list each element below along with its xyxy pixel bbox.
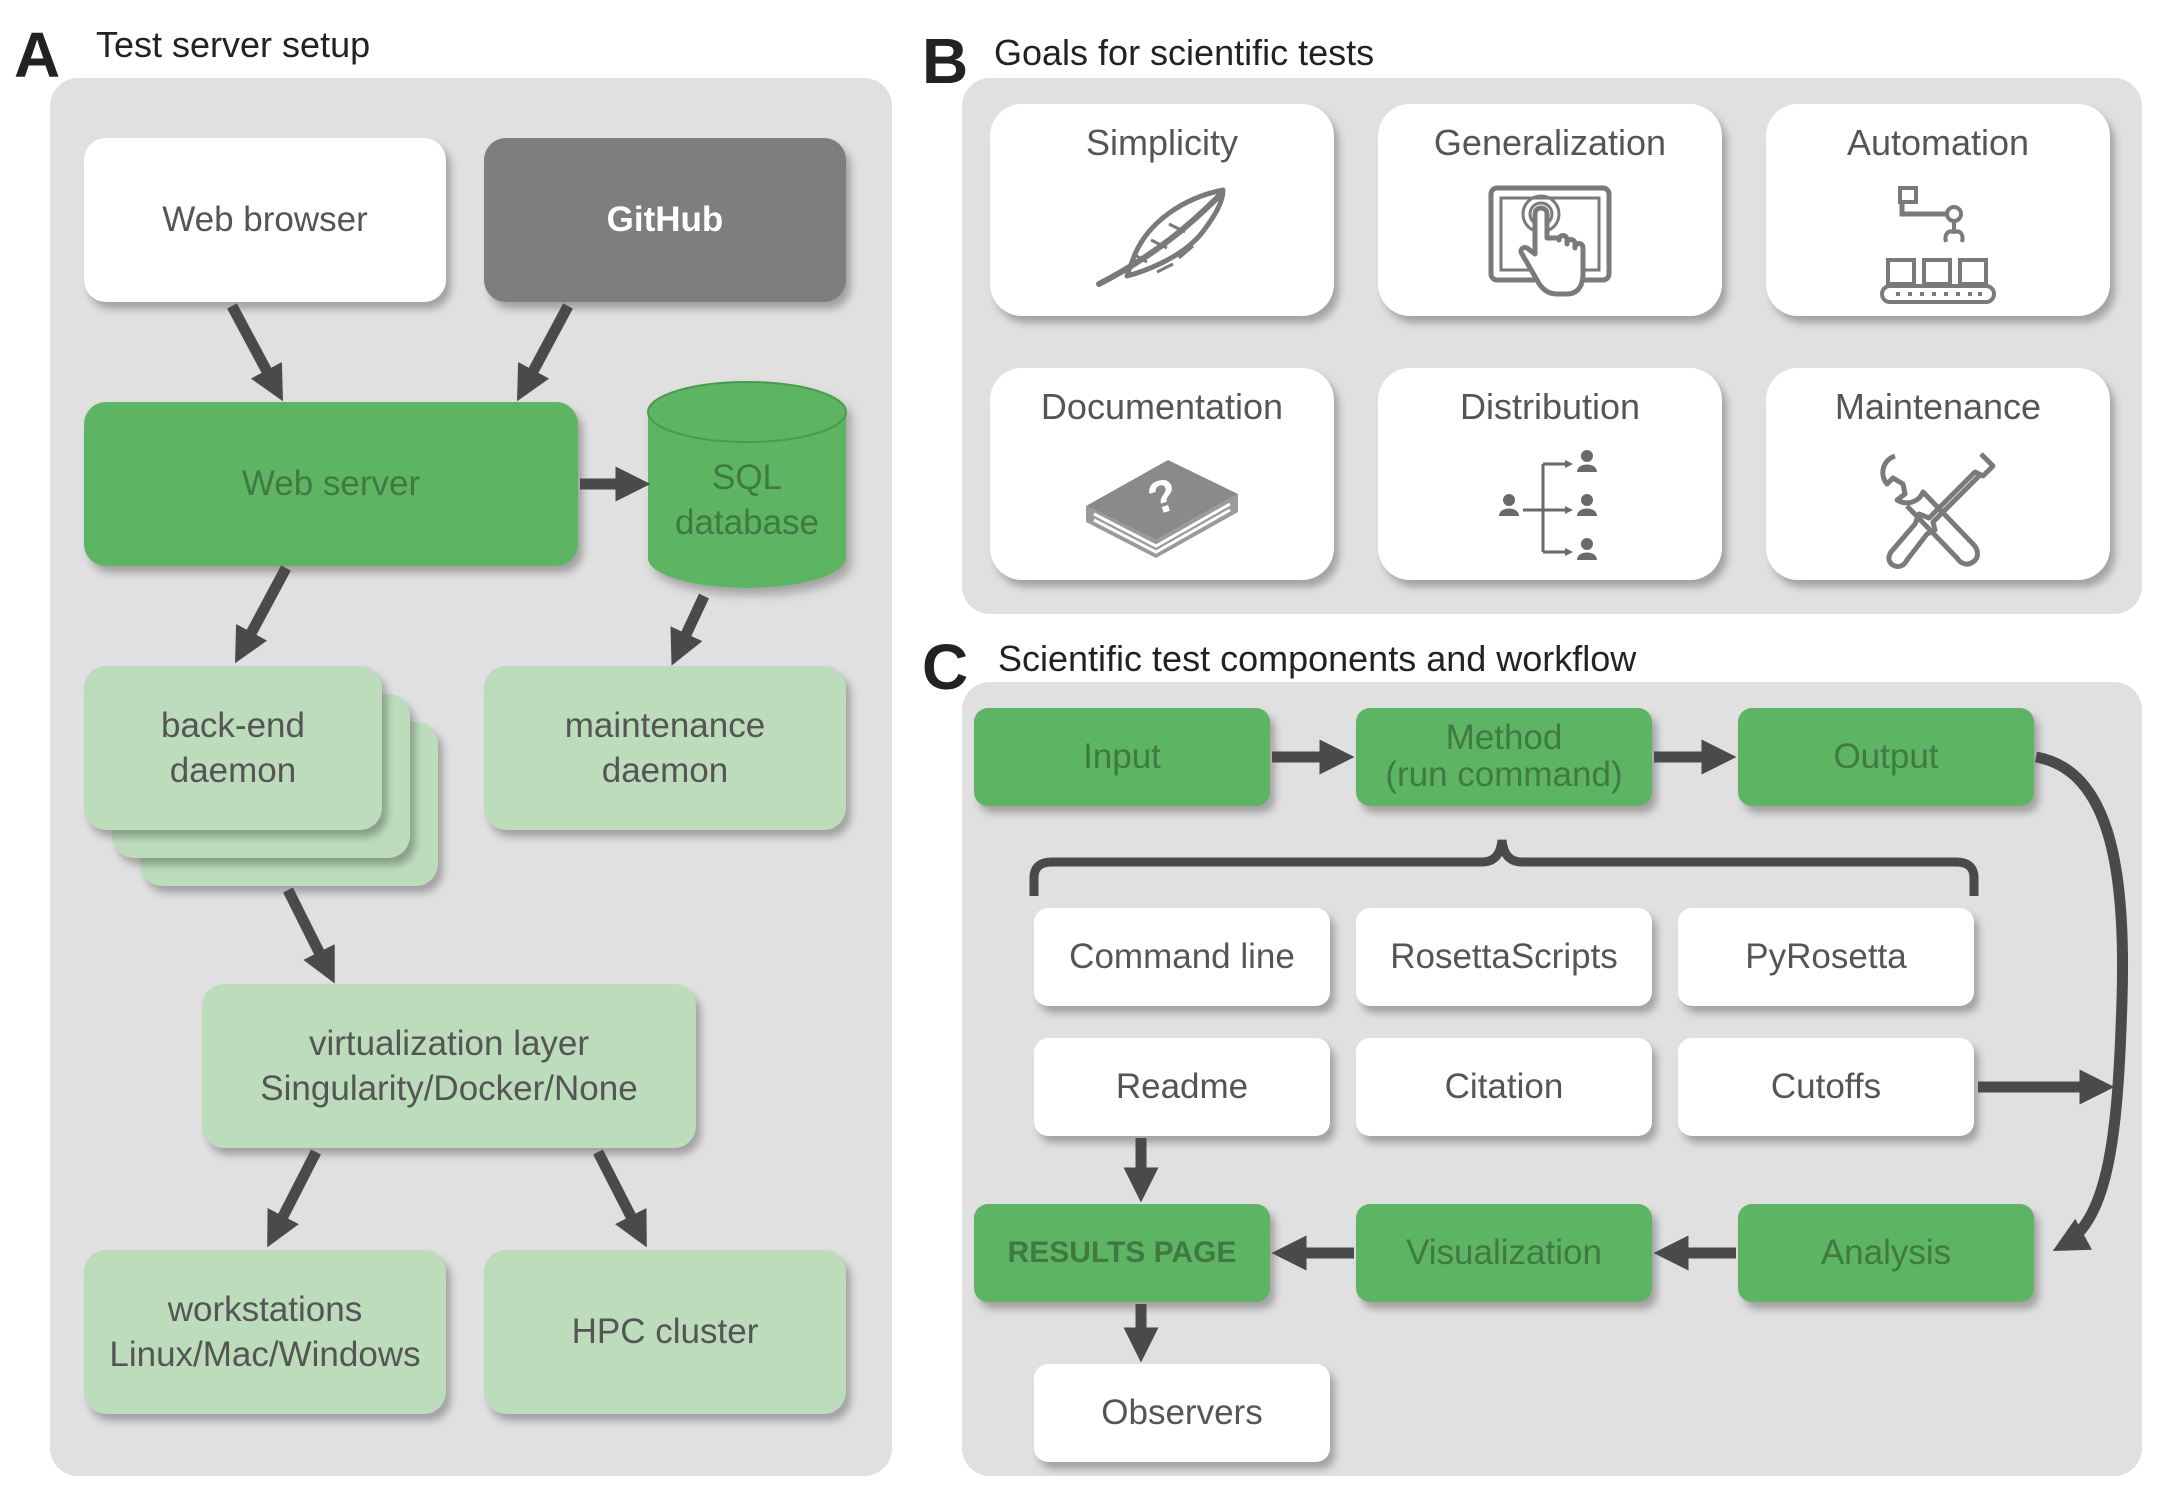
rosettascripts-node: RosettaScripts <box>1356 908 1652 1006</box>
goal-simplicity-label: Simplicity <box>1085 122 1238 163</box>
analysis-node: Analysis <box>1738 1204 2034 1302</box>
virtualization-layer-node: virtualization layer Singularity/Docker/… <box>202 984 696 1148</box>
web-server-node: Web server <box>84 402 578 566</box>
goal-simplicity-card: Simplicity <box>990 104 1334 316</box>
github-node: GitHub <box>484 138 846 302</box>
panel-a-title: Test server setup <box>96 24 371 65</box>
panel-b-letter: B <box>922 25 969 97</box>
goal-distribution-label: Distribution <box>1459 386 1641 427</box>
goal-documentation-label: Documentation <box>1040 386 1284 427</box>
wrench-screwdriver-icon <box>1880 452 1996 569</box>
goal-distribution-card: Distribution <box>1378 368 1722 580</box>
results-page-node: RESULTS PAGE <box>974 1204 1270 1302</box>
robot-arm-conveyor-icon <box>1880 186 1996 304</box>
goal-maintenance-card: Maintenance <box>1766 368 2110 580</box>
sql-database-label: SQL database <box>674 457 820 543</box>
touchscreen-icon <box>1488 185 1612 297</box>
citation-node: Citation <box>1356 1038 1652 1136</box>
readme-node: Readme <box>1034 1038 1330 1136</box>
panel-c-title: Scientific test components and workflow <box>998 638 1637 679</box>
pyrosetta-node: PyRosetta <box>1678 908 1974 1006</box>
panel-a-letter: A <box>14 19 61 91</box>
goal-documentation-card: Documentation ? <box>990 368 1334 580</box>
backend-daemon-node: back-end daemon <box>84 666 382 830</box>
goal-automation-label: Automation <box>1846 122 2030 163</box>
output-node: Output <box>1738 708 2034 806</box>
goal-generalization-card: Generalization <box>1378 104 1722 316</box>
panel-b-title: Goals for scientific tests <box>994 32 1375 73</box>
visualization-node: Visualization <box>1356 1204 1652 1302</box>
web-browser-node: Web browser <box>84 138 446 302</box>
command-line-node: Command line <box>1034 908 1330 1006</box>
workstations-node: workstations Linux/Mac/Windows <box>84 1250 446 1414</box>
panel-c-letter: C <box>922 631 969 703</box>
help-book-icon: ? <box>1086 460 1238 558</box>
hpc-cluster-node: HPC cluster <box>484 1250 846 1414</box>
people-distribution-icon <box>1499 450 1597 560</box>
observers-node: Observers <box>1034 1364 1330 1462</box>
goal-automation-card: Automation <box>1766 104 2110 316</box>
maintenance-daemon-node: maintenance daemon <box>484 666 846 830</box>
goal-maintenance-label: Maintenance <box>1834 386 2042 427</box>
input-node: Input <box>974 708 1270 806</box>
method-node: Method (run command) <box>1356 708 1652 806</box>
feather-icon <box>1096 187 1226 287</box>
goal-generalization-label: Generalization <box>1433 122 1667 163</box>
cutoffs-node: Cutoffs <box>1678 1038 1974 1136</box>
